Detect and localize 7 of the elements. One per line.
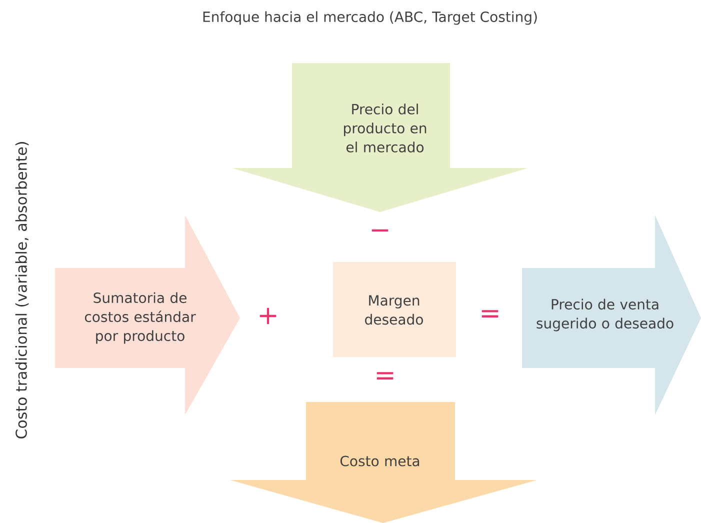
operator-sign: = [482, 310, 498, 318]
operator-sign: − [372, 229, 388, 232]
operator-sign: = [376, 372, 394, 380]
box: Margen deseado [333, 262, 456, 357]
title: Enfoque hacia el mercado (ABC, Target Costing) [203, 11, 537, 25]
operator-sign: + [260, 308, 276, 324]
axis-label: Costo tradicional (variable, absorbente) [15, 142, 29, 438]
